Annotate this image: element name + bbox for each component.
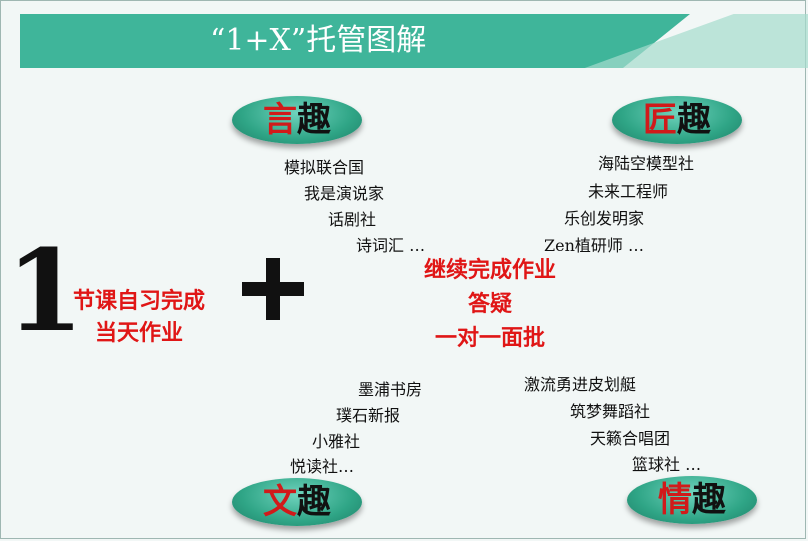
list-item: Zen植研师 … <box>544 236 644 255</box>
list-item: 话剧社 <box>328 210 377 229</box>
badge-qingqu: 情趣 <box>627 476 757 524</box>
text-line: 节课自习完成 <box>72 289 205 314</box>
badge-jiangqu: 匠趣 <box>612 96 742 144</box>
badge-char: 文 <box>263 482 297 522</box>
list-item: 乐创发明家 <box>564 209 645 228</box>
badge-char: 匠 <box>643 100 677 140</box>
center-text: 继续完成作业 答疑 一对一面批 <box>380 254 600 356</box>
list-item: 激流勇进皮划艇 <box>524 375 637 394</box>
badge-char: 情 <box>658 480 692 520</box>
list-item: 天籁合唱团 <box>590 429 671 448</box>
list-item: 小雅社 <box>312 432 361 451</box>
plus-sign <box>242 258 304 320</box>
text-line: 当天作业 <box>94 321 183 346</box>
badge-char: 趣 <box>677 100 711 140</box>
list-item: 筑梦舞蹈社 <box>570 402 651 421</box>
text-line: 答疑 <box>467 292 512 317</box>
text-line: 继续完成作业 <box>423 258 556 283</box>
badge-char: 趣 <box>692 480 726 520</box>
list-item: 篮球社 … <box>632 455 702 474</box>
list-item: 悦读社… <box>290 457 355 476</box>
list-item: 海陆空模型社 <box>598 154 695 173</box>
list-item: 墨浦书房 <box>358 380 423 399</box>
plus-vertical <box>266 258 280 320</box>
page-title: “1+X”托管图解 <box>210 23 427 58</box>
title-banner <box>20 14 690 68</box>
list-item: 模拟联合国 <box>284 158 365 177</box>
number-one: 1 <box>6 226 84 357</box>
badge-char: 趣 <box>297 100 331 140</box>
badge-wenqu: 文趣 <box>232 478 362 526</box>
list-item: 璞石新报 <box>336 406 401 425</box>
text-line: 一对一面批 <box>434 326 545 351</box>
badge-char: 言 <box>263 100 297 140</box>
badge-yanqu: 言趣 <box>232 96 362 144</box>
list-item: 未来工程师 <box>588 182 669 201</box>
self-study-text: 节课自习完成 当天作业 <box>54 286 224 350</box>
list-item: 诗词汇 … <box>356 236 426 255</box>
badge-char: 趣 <box>297 482 331 522</box>
list-item: 我是演说家 <box>304 184 385 203</box>
